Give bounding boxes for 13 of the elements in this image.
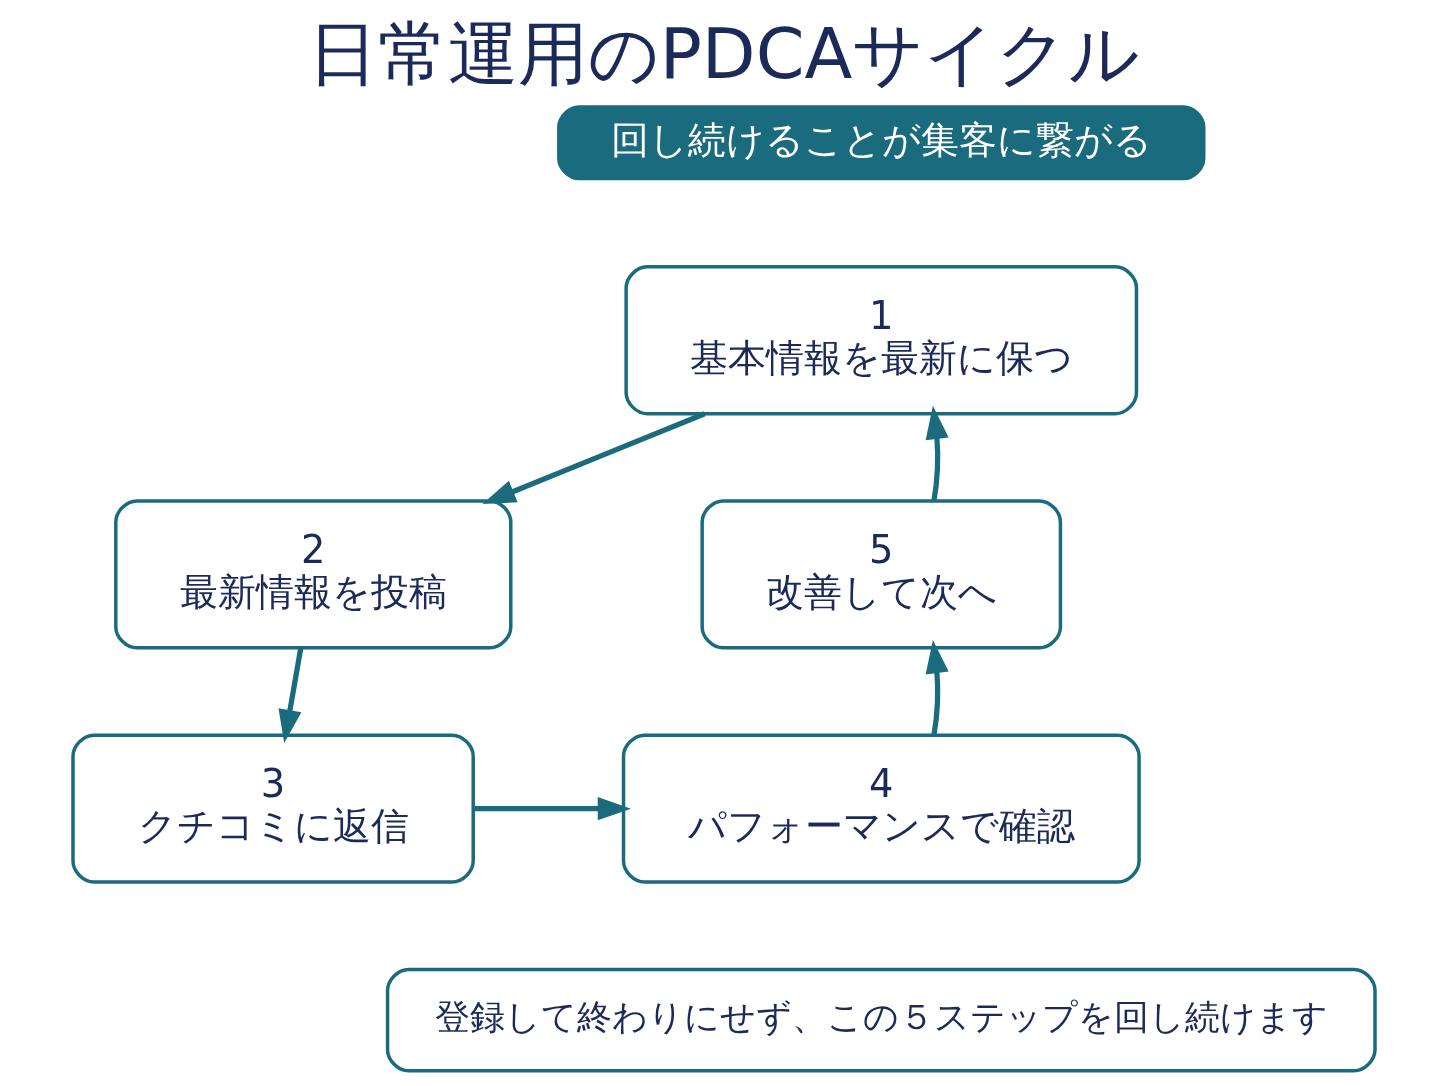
arrow (925, 640, 949, 736)
node-box: 3 クチコミに返信 (71, 733, 475, 884)
node-box: 2 最新情報を投稿 (114, 499, 513, 650)
arrow (482, 411, 706, 504)
node-box: 登録して終わりにせず、この５ステップを回し続けます (385, 967, 1377, 1073)
arrow (925, 405, 949, 502)
arrow (473, 797, 631, 821)
node-box: 回し続けることが集客に繋がる (557, 105, 1206, 181)
node-box: 1 基本情報を最新に保つ (624, 265, 1139, 416)
node-box: 5 改善して次へ (700, 499, 1063, 650)
diagram-title: 日常運用のPDCAサイクル (307, 13, 1141, 95)
arrow (278, 647, 304, 744)
node-box: 4 パフォーマンスで確認 (621, 733, 1141, 884)
